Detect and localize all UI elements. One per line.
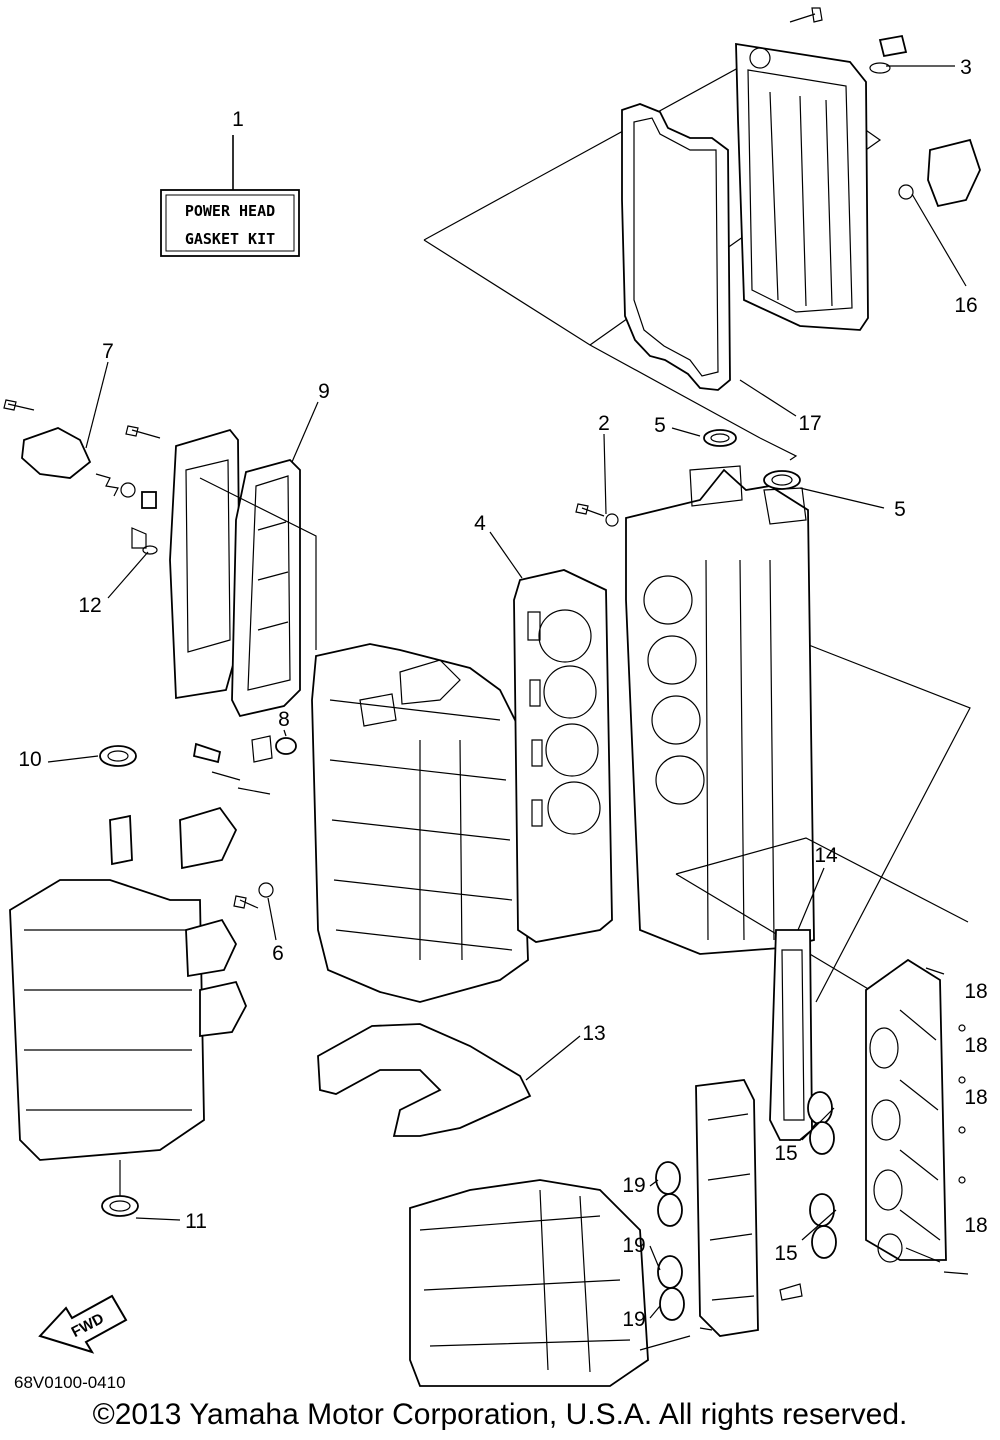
copyright-notice: ©2013 Yamaha Motor Corporation, U.S.A. A… (92, 1398, 908, 1431)
gasket-13 (317, 1023, 532, 1137)
callout-18-a: 18 (964, 980, 987, 1003)
callout-17: 17 (798, 412, 821, 435)
callout-12: 12 (78, 594, 101, 617)
cylinder-head (575, 429, 971, 1003)
callout-11: 11 (185, 1210, 207, 1233)
forward-direction-arrow: FWD (38, 1294, 128, 1354)
callout-numbers: 1 2 3 4 5 5 6 7 8 9 10 11 12 13 14 15 15… (18, 56, 987, 1331)
callout-4: 4 (474, 512, 486, 535)
callout-16: 16 (954, 294, 977, 317)
callout-18-b: 18 (964, 1034, 987, 1057)
callout-1: 1 (232, 108, 244, 131)
callout-8: 8 (278, 708, 290, 731)
leader-lines (47, 65, 967, 1319)
kit-label-line-2: GASKET KIT (185, 230, 275, 248)
callout-7: 7 (102, 340, 114, 363)
crankcase (9, 745, 247, 1217)
callout-3: 3 (960, 56, 972, 79)
cylinder-head-cover-group (423, 7, 981, 439)
kit-label-line-1: POWER HEAD (185, 202, 275, 220)
intake-manifold-group (409, 837, 969, 1387)
callout-2: 2 (598, 412, 610, 435)
cylinder-block (192, 477, 529, 1003)
callout-10: 10 (18, 748, 41, 771)
callout-14: 14 (814, 844, 838, 867)
callout-18-c: 18 (964, 1086, 987, 1109)
callout-13: 13 (582, 1022, 605, 1045)
callout-19-c: 19 (622, 1308, 645, 1331)
callout-19-b: 19 (622, 1234, 645, 1257)
callout-9: 9 (318, 380, 330, 403)
power-head-gasket-kit-label: POWER HEAD GASKET KIT (160, 135, 300, 257)
callout-6: 6 (272, 942, 284, 965)
head-gasket (513, 569, 613, 943)
exhaust-cover-group (3, 399, 301, 718)
callout-5-right: 5 (894, 498, 906, 521)
callout-15-upper: 15 (774, 1142, 797, 1165)
callout-19-a: 19 (622, 1174, 645, 1197)
callout-5-top: 5 (654, 414, 666, 437)
callout-18-d: 18 (964, 1214, 987, 1237)
callout-15-lower: 15 (774, 1242, 797, 1265)
diagram-code: 68V0100-0410 (14, 1373, 126, 1392)
